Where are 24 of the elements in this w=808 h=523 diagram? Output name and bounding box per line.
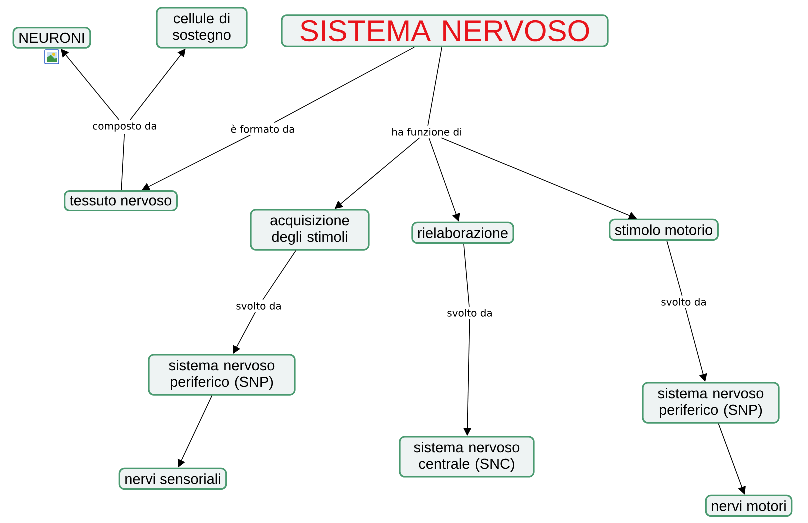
connector-line (428, 47, 442, 126)
concept-box: rielaborazione (412, 222, 514, 244)
title-box: SISTEMA NERVOSO (281, 14, 609, 48)
connector-line (666, 240, 683, 296)
concept-box: cellule di sostegno (156, 7, 248, 49)
connector-line (121, 134, 126, 191)
connector-line (464, 244, 470, 308)
connector-line (274, 47, 415, 124)
concept-box: nervi sensoriali (118, 468, 228, 490)
connector-line (262, 250, 296, 300)
concept-box: stimolo motorio (609, 218, 719, 242)
concept-box: NEURONI (12, 27, 92, 49)
linking-phrase: composto da (90, 120, 160, 134)
linking-phrase: ha funzione di (390, 126, 464, 138)
concept-box: sistema nervoso periferico (SNP) (642, 382, 780, 424)
linking-phrase: svolto da (234, 300, 284, 312)
linking-phrase: svolto da (659, 296, 709, 308)
concept-box: tessuto nervoso (64, 190, 178, 212)
linking-phrase: svolto da (445, 307, 495, 319)
concept-box: sistema nervoso periferico (SNP) (148, 354, 296, 396)
concept-box: sistema nervoso centrale (SNC) (399, 436, 535, 478)
concept-box: nervi motori (705, 494, 793, 518)
linking-phrase: è formato da (228, 122, 298, 136)
concept-box: acquisizione degli stimoli (250, 209, 370, 251)
